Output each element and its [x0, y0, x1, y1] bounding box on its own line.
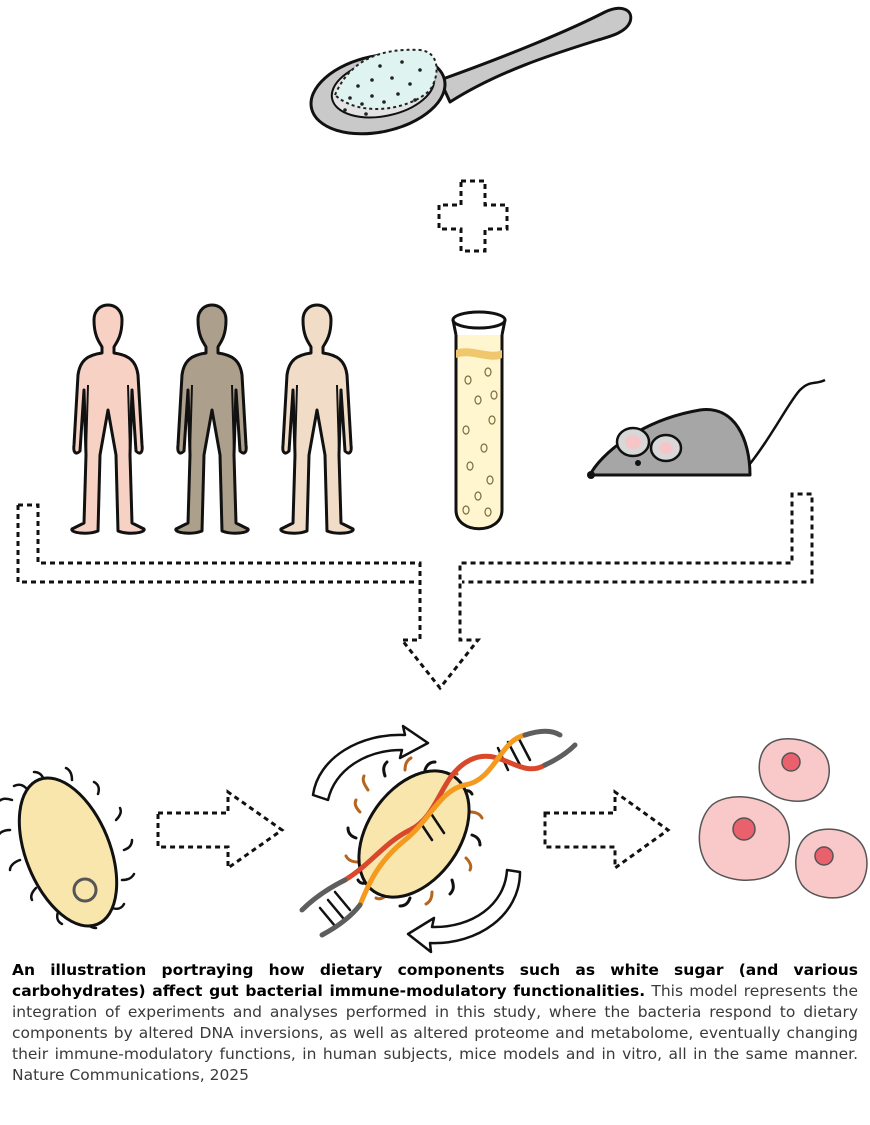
cycle-arrow-icon — [406, 868, 522, 954]
bacterium-icon — [0, 766, 136, 930]
arrow-right — [543, 789, 671, 871]
arrow-right — [156, 789, 285, 871]
human-icon — [279, 303, 355, 535]
plus-icon — [437, 179, 509, 253]
mouse-icon — [587, 378, 826, 479]
figure-caption: An illustration portraying how dietary c… — [12, 960, 858, 1086]
test-tube-icon — [451, 310, 507, 531]
immune-cell-icon — [795, 828, 868, 899]
sugar-spoon-icon — [309, 6, 633, 136]
diagram — [0, 6, 868, 954]
caption-title: An illustration portraying how dietary c… — [12, 961, 858, 1000]
convergence-arrow — [16, 492, 814, 691]
caption-body: This model represents the integration of… — [12, 982, 858, 1084]
immune-cell-icon — [758, 738, 830, 802]
immune-cell-icon — [698, 796, 791, 882]
human-icon — [174, 303, 250, 535]
human-icon — [70, 303, 146, 535]
cycle-arrow-icon — [311, 724, 430, 802]
dna-inversion-bacterium — [299, 724, 578, 954]
dna-helix-icon — [299, 728, 578, 938]
